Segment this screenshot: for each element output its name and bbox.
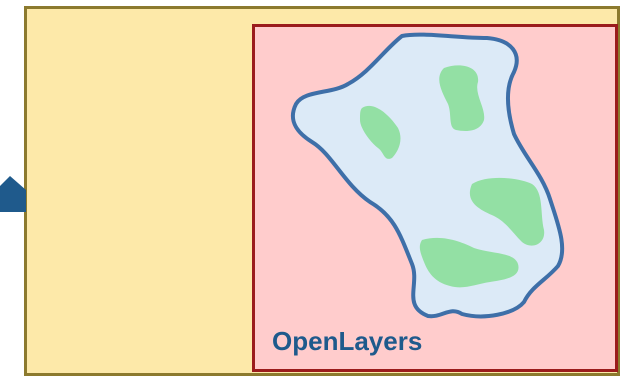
openlayers-label: OpenLayers (272, 328, 422, 354)
map-polygon (252, 24, 618, 372)
connector-arrow-icon (0, 168, 32, 212)
land-polygon (293, 35, 562, 317)
